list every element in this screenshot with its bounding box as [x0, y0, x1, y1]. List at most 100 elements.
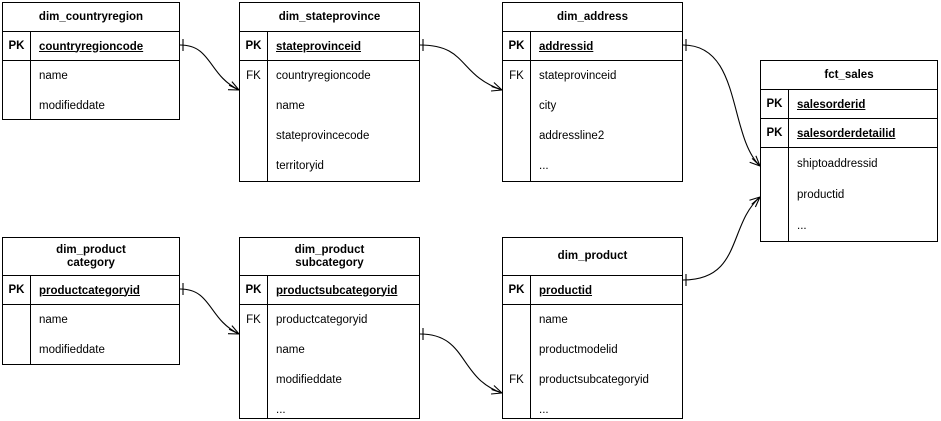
attribute-modifieddate: modifieddate	[39, 100, 105, 112]
relationship-address-to-fctsales-shiptoaddressid	[682, 39, 761, 167]
key-label-fk: FK	[503, 305, 531, 418]
fk-slot	[240, 151, 267, 181]
key-row-dim_countryregion-countryregioncode: PK countryregioncode	[3, 32, 179, 61]
key-label-pk: PK	[761, 119, 789, 147]
attribute-name: name	[39, 70, 68, 82]
fk-slot	[240, 121, 267, 151]
attribute-dotdotdot: ...	[539, 404, 549, 416]
key-row-dim_stateprovince-stateprovinceid: PK stateprovinceid	[240, 32, 419, 61]
attribute-cell: salesorderdetailid	[789, 119, 937, 147]
entity-body-dim_countryregion: name modifieddate	[3, 61, 179, 119]
attribute-name: name	[276, 100, 305, 112]
attribute-cell: stateprovinceid	[268, 32, 419, 60]
attribute-dotdotdot: ...	[797, 219, 807, 232]
attribute-modifieddate: modifieddate	[39, 344, 105, 356]
fk-slot: FK	[246, 70, 261, 82]
key-label-pk: PK	[503, 32, 531, 60]
attribute-dotdotdot: ...	[539, 160, 549, 172]
entity-title-dim_stateprovince: dim_stateprovince	[240, 3, 419, 32]
fk-slot	[503, 121, 530, 151]
key-label-fk: FK	[240, 61, 268, 181]
attribute-cell: productsubcategoryid	[268, 276, 419, 304]
relationship-line	[419, 333, 503, 394]
attribute-productid: productid	[539, 284, 593, 297]
attribute-name: name	[39, 314, 68, 326]
relationship-countryregion-to-stateprovince	[179, 39, 240, 91]
key-label-none	[3, 61, 31, 119]
attribute-cell: productcategoryid	[31, 276, 179, 304]
key-label-pk: PK	[3, 32, 31, 60]
attribute-list: name modifieddate	[31, 61, 179, 119]
attribute-productsubcategoryid: productsubcategoryid	[539, 374, 649, 386]
attribute-salesorderid: salesorderid	[797, 98, 866, 111]
attribute-countryregioncode: countryregioncode	[39, 40, 144, 53]
fk-slot	[240, 395, 267, 421]
attribute-city: city	[539, 100, 557, 112]
attribute-territoryid: territoryid	[276, 160, 324, 172]
key-label-pk: PK	[3, 276, 31, 304]
cardinality-many-marker	[227, 81, 240, 91]
attribute-cell: salesorderid	[789, 90, 937, 118]
attribute-stateprovincecode: stateprovincecode	[276, 130, 370, 142]
cardinality-many-marker	[749, 155, 761, 167]
relationship-productsubcategory-to-product	[419, 328, 503, 395]
fk-slot	[503, 395, 530, 421]
attribute-modifieddate: modifieddate	[276, 374, 342, 386]
entity-title-dim_address: dim_address	[503, 3, 682, 32]
key-row-dim_product-productid: PK productid	[503, 276, 682, 305]
attribute-productsubcategoryid: productsubcategoryid	[276, 284, 398, 297]
key-row-dim_productsubcategory-productsubcategoryid: PK productsubcategoryid	[240, 276, 419, 305]
fk-slot	[240, 365, 267, 395]
fk-slot: FK	[509, 374, 524, 386]
key-label-pk: PK	[240, 32, 268, 60]
fk-slot	[240, 91, 267, 121]
fk-slot: FK	[509, 70, 524, 82]
fk-slot	[503, 91, 530, 121]
attribute-productmodelid: productmodelid	[539, 344, 618, 356]
entity-body-dim_product: FK name productmodelid productsubcategoryid…	[503, 305, 682, 418]
attribute-name: name	[539, 314, 568, 326]
attribute-list: name productmodelid productsubcategoryid..…	[531, 305, 682, 418]
attribute-list: name modifieddate	[31, 305, 179, 364]
attribute-shiptoaddressid: shiptoaddressid	[797, 157, 878, 170]
cardinality-many-marker	[490, 82, 503, 92]
relationship-line	[179, 288, 240, 335]
entity-title-dim_countryregion: dim_countryregion	[3, 3, 179, 32]
relationship-productcategory-to-productsubcategory	[179, 283, 240, 335]
relationship-line	[682, 196, 761, 281]
attribute-name: name	[276, 344, 305, 356]
attribute-productcategoryid: productcategoryid	[39, 284, 140, 297]
cardinality-many-marker	[227, 325, 240, 335]
cardinality-many-marker	[490, 385, 503, 395]
attribute-stateprovinceid: stateprovinceid	[276, 40, 361, 53]
entity-title-fct_sales: fct_sales	[761, 61, 937, 90]
attribute-addressid: addressid	[539, 40, 594, 53]
attribute-stateprovinceid: stateprovinceid	[539, 70, 617, 82]
key-label-none	[3, 305, 31, 364]
attribute-productcategoryid: productcategoryid	[276, 314, 368, 326]
fk-slot	[503, 335, 530, 365]
attribute-cell: productid	[531, 276, 682, 304]
relationship-line	[179, 44, 240, 91]
relationship-line	[419, 44, 503, 91]
key-label-fk: FK	[503, 61, 531, 181]
key-label-pk: PK	[503, 276, 531, 304]
key-label-pk: PK	[240, 276, 268, 304]
entity-body-dim_productcategory: name modifieddate	[3, 305, 179, 364]
